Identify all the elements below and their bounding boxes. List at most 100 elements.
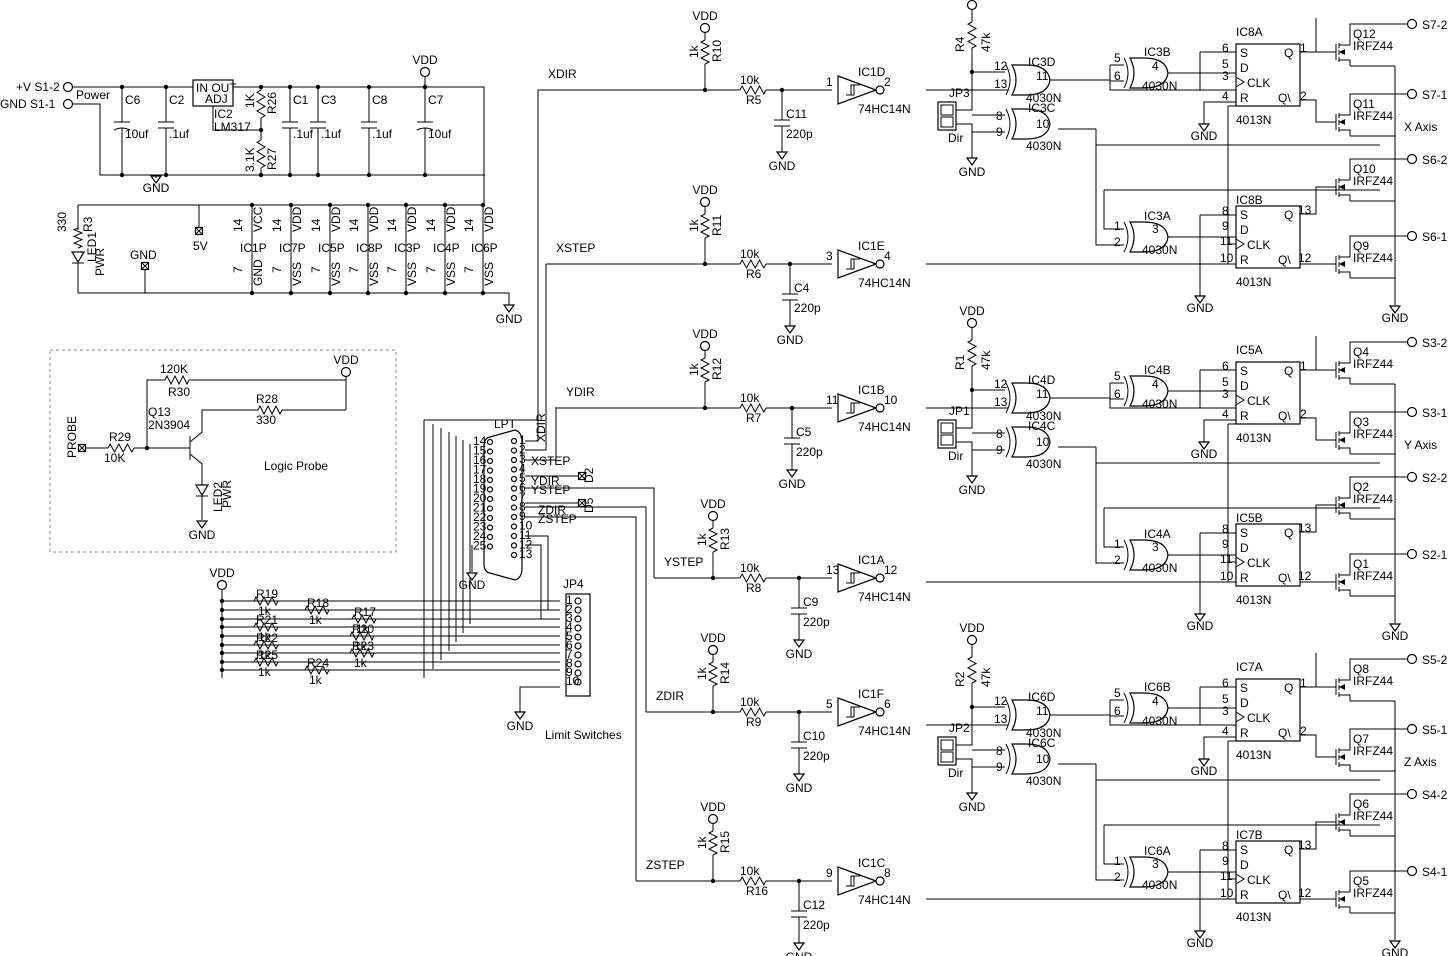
pin-number: 6 bbox=[1222, 359, 1229, 373]
pin-name: Q\ bbox=[1278, 253, 1291, 267]
pin-number: 6 bbox=[1114, 387, 1121, 401]
gnd-label: GND bbox=[496, 312, 523, 326]
wire bbox=[1203, 101, 1236, 124]
junction-dot bbox=[702, 87, 708, 93]
mosfet-ref: Q8 bbox=[1353, 662, 1369, 676]
pin-number: 8 bbox=[996, 744, 1003, 758]
jumper-dir-label: Dir bbox=[948, 766, 963, 780]
wire bbox=[1300, 417, 1330, 441]
resistor-symbol bbox=[966, 339, 978, 367]
transistor-ref: Q13 bbox=[148, 405, 171, 419]
pin bbox=[510, 494, 518, 502]
junction-dot bbox=[710, 575, 716, 581]
pin-number: 23 bbox=[473, 520, 487, 534]
pin-number: 13 bbox=[1298, 521, 1312, 535]
junction-dot bbox=[327, 202, 333, 208]
resistor-ref: R13 bbox=[718, 528, 732, 550]
gate-ref: IC4C bbox=[1028, 419, 1056, 433]
pin-name: VDD bbox=[405, 206, 419, 232]
pin-number: 3 bbox=[566, 611, 573, 625]
wire bbox=[1103, 508, 1110, 548]
wire bbox=[1349, 870, 1408, 883]
pin-name: S bbox=[1240, 46, 1248, 60]
resistor-ref: R18 bbox=[307, 596, 329, 610]
junction-dot bbox=[219, 659, 225, 665]
signal-name: ZDIR bbox=[656, 689, 684, 703]
pin bbox=[486, 438, 494, 446]
axis-label: X Axis bbox=[1404, 120, 1437, 134]
gate-part: 4030N bbox=[1142, 561, 1177, 575]
capacitor-ref: C11 bbox=[786, 107, 807, 121]
wire bbox=[1095, 129, 1124, 246]
capacitor-ref: C10 bbox=[803, 729, 825, 743]
pin bbox=[510, 437, 518, 445]
pin-number: 7 bbox=[347, 266, 361, 273]
junction-dot bbox=[969, 387, 975, 393]
resistor-value: 1k bbox=[695, 666, 709, 680]
terminal-ring bbox=[1406, 653, 1418, 665]
pin-name: CLK bbox=[1247, 556, 1270, 570]
regulator-part: LM317 bbox=[214, 120, 251, 134]
terminal-ring bbox=[1406, 723, 1418, 735]
signal-name: YSTEP bbox=[664, 555, 703, 569]
pin-number: 3 bbox=[1152, 857, 1159, 871]
resistor-symbol bbox=[699, 39, 711, 65]
pin-name: VSS bbox=[367, 262, 381, 286]
vdd-symbol: VDD bbox=[959, 621, 985, 646]
terminal-ring bbox=[419, 66, 431, 78]
pin-number: 2 bbox=[1300, 724, 1307, 738]
junction-dot bbox=[442, 202, 448, 208]
wire bbox=[525, 516, 637, 881]
gate-ref: IC6C bbox=[1028, 736, 1056, 750]
resistor-ref: R19 bbox=[256, 587, 278, 601]
pin bbox=[510, 504, 518, 511]
resistor-symbol bbox=[739, 84, 767, 96]
motor-output-label: S5-1 bbox=[1422, 723, 1448, 737]
test-pad bbox=[77, 443, 87, 453]
ground-symbol: GND bbox=[1382, 305, 1409, 325]
resistor-value: 10k bbox=[740, 391, 760, 405]
resistor-ref: R4 bbox=[953, 36, 967, 52]
gate-part: 4030N bbox=[1142, 243, 1177, 257]
vdd-label: VDD bbox=[700, 497, 726, 511]
pin-number: 4 bbox=[884, 249, 891, 263]
resistor-value: 47k bbox=[979, 32, 993, 52]
pin-number: 4 bbox=[1222, 407, 1229, 421]
ic-ref: IC4P bbox=[433, 241, 460, 255]
jumper-ref: JP1 bbox=[949, 404, 970, 418]
junction-dot bbox=[480, 202, 486, 208]
gnd-label: GND bbox=[786, 781, 813, 795]
signal-tag: ZSTEP bbox=[538, 512, 577, 526]
pin-number: 12 bbox=[994, 694, 1008, 708]
resistor-value: 1k bbox=[354, 639, 368, 653]
pin-name: GND bbox=[251, 259, 265, 286]
junction-dot bbox=[258, 127, 264, 133]
pin-name: S bbox=[1240, 208, 1248, 222]
regulator-adj: ADJ bbox=[205, 92, 228, 106]
gate-ref: IC4B bbox=[1144, 363, 1171, 377]
gnd-label: GND bbox=[1187, 619, 1214, 633]
resistor-value: 1k bbox=[258, 630, 272, 644]
pin-number: 11 bbox=[1220, 234, 1233, 248]
regulator-ref: IC2 bbox=[214, 107, 233, 121]
pin-number: 2 bbox=[1300, 89, 1307, 103]
pin-number: 11 bbox=[1220, 552, 1233, 566]
motor-output-label: S5-2 bbox=[1422, 653, 1448, 667]
resistor-symbol bbox=[256, 89, 266, 119]
wire bbox=[1103, 190, 1110, 230]
power-label: Power bbox=[76, 88, 110, 102]
pin-number: 14 bbox=[385, 218, 399, 232]
limit-switch-section: VDDR191kR181kR171kR211kR201kR221kR231kR2… bbox=[209, 566, 621, 742]
resistor-ref: R10 bbox=[710, 40, 724, 62]
vdd-label: VDD bbox=[959, 304, 985, 318]
gnd-label: GND bbox=[1187, 301, 1214, 315]
pin-number: 2 bbox=[1300, 407, 1307, 421]
pin-number: 3 bbox=[1222, 69, 1229, 83]
xor-gate bbox=[1005, 426, 1051, 458]
resistor-symbol bbox=[707, 661, 719, 687]
pin-number: 1 bbox=[1300, 41, 1307, 55]
pin-number: 3 bbox=[1222, 704, 1229, 718]
